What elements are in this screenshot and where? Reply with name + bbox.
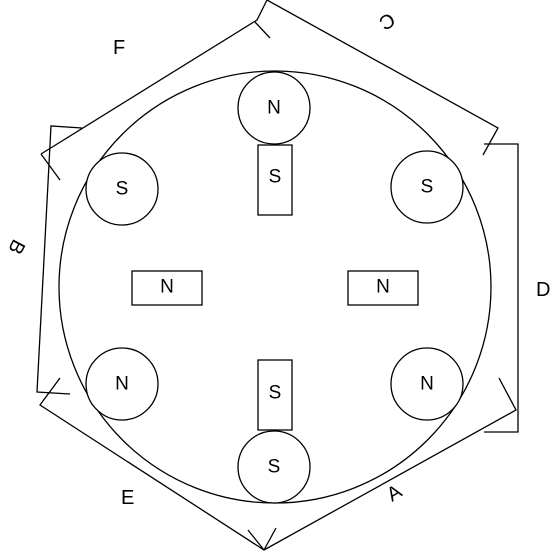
stator-pole-lower-left: N xyxy=(85,347,159,421)
rotor-pole-right-label: N xyxy=(376,277,390,298)
label-a: A xyxy=(383,480,407,506)
rotor-pole-left-label: N xyxy=(160,277,174,298)
stator-pole-upper-right-label: S xyxy=(421,177,434,198)
rotor-pole-right: N xyxy=(347,270,419,306)
winding-f-tick-2 xyxy=(40,153,61,181)
winding-a xyxy=(247,377,517,551)
winding-f-tick xyxy=(254,21,271,39)
winding-b xyxy=(36,125,83,395)
label-f: F xyxy=(113,37,125,59)
rotor-pole-top: S xyxy=(257,144,293,216)
rotor-pole-bottom: S xyxy=(257,359,293,431)
label-d: D xyxy=(536,279,550,301)
winding-d xyxy=(484,143,519,433)
stator-pole-lower-left-label: N xyxy=(115,374,129,395)
stator-pole-upper-left: S xyxy=(85,152,159,226)
winding-a-tick xyxy=(263,527,277,551)
label-e: E xyxy=(121,487,134,509)
winding-frame xyxy=(36,0,519,551)
stator-pole-upper-left-label: S xyxy=(116,179,129,200)
stator-pole-top: N xyxy=(237,71,311,145)
winding-e xyxy=(39,377,265,551)
winding-f xyxy=(40,0,499,156)
label-c: C xyxy=(375,8,399,34)
rotor-pole-left: N xyxy=(131,270,203,306)
stator-pole-upper-right: S xyxy=(390,150,464,224)
stator-pole-lower-right-label: N xyxy=(420,374,434,395)
rotor-pole-bottom-label: S xyxy=(269,383,282,404)
stator-pole-top-label: N xyxy=(267,98,281,119)
rotor-pole-top-label: S xyxy=(269,167,282,188)
stator-pole-bottom-label: S xyxy=(268,457,281,478)
label-b: B xyxy=(3,236,29,258)
stator-pole-lower-right: N xyxy=(390,347,464,421)
stator-pole-bottom: S xyxy=(237,430,311,504)
